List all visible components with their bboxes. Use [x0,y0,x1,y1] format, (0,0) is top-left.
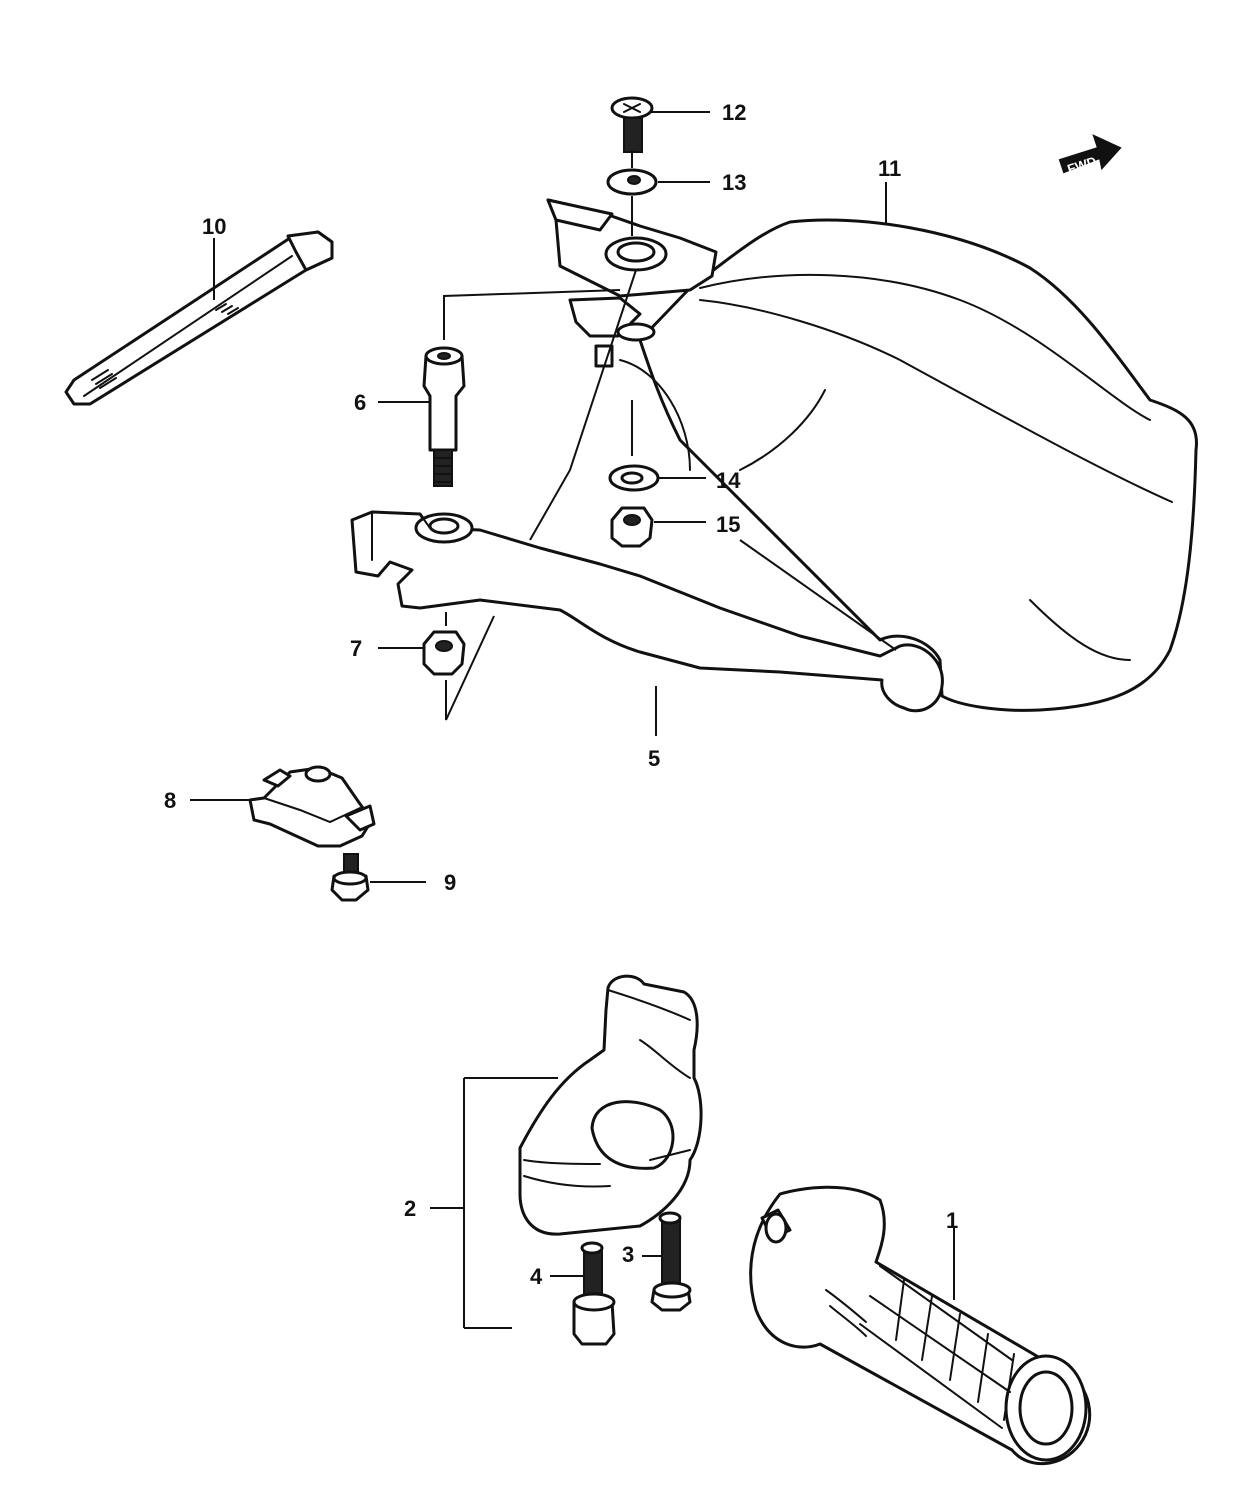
callout-14: 14 [716,468,741,493]
guard-screw [610,96,654,153]
handlebar-grip [749,1185,1092,1465]
callout-3: 3 [622,1242,634,1267]
callout-1: 1 [946,1208,958,1233]
callout-9: 9 [444,870,456,895]
stop-switch [248,765,376,848]
hand-guard [619,218,1198,712]
callout-5: 5 [648,746,660,771]
guard-nut [610,506,654,548]
lower-washer [608,464,660,492]
cable-tie [64,230,334,406]
lever-nut [422,630,466,676]
callout-2: 2 [404,1196,416,1221]
callout-13: 13 [722,170,746,195]
callout-10: 10 [202,214,226,239]
brake-lever [350,510,944,713]
callout-6: 6 [354,390,366,415]
holder-screw-long [650,1211,692,1312]
callout-8: 8 [164,788,176,813]
callout-12: 12 [722,100,746,125]
mount-bracket [546,198,718,368]
callout-15: 15 [716,512,740,537]
callout-7: 7 [350,636,362,661]
lever-holder [518,974,703,1236]
callout-labels: 12 13 11 10 6 14 15 7 5 8 9 1 2 3 4 [164,100,958,1289]
holder-screw-short [572,1241,616,1346]
callout-4: 4 [530,1264,543,1289]
forward-direction-arrow: FWD [1058,134,1122,177]
pivot-bolt [422,346,466,487]
leader-lines [190,111,955,1329]
callout-11: 11 [878,156,901,181]
upper-washer [606,168,658,196]
switch-screw [330,853,370,902]
